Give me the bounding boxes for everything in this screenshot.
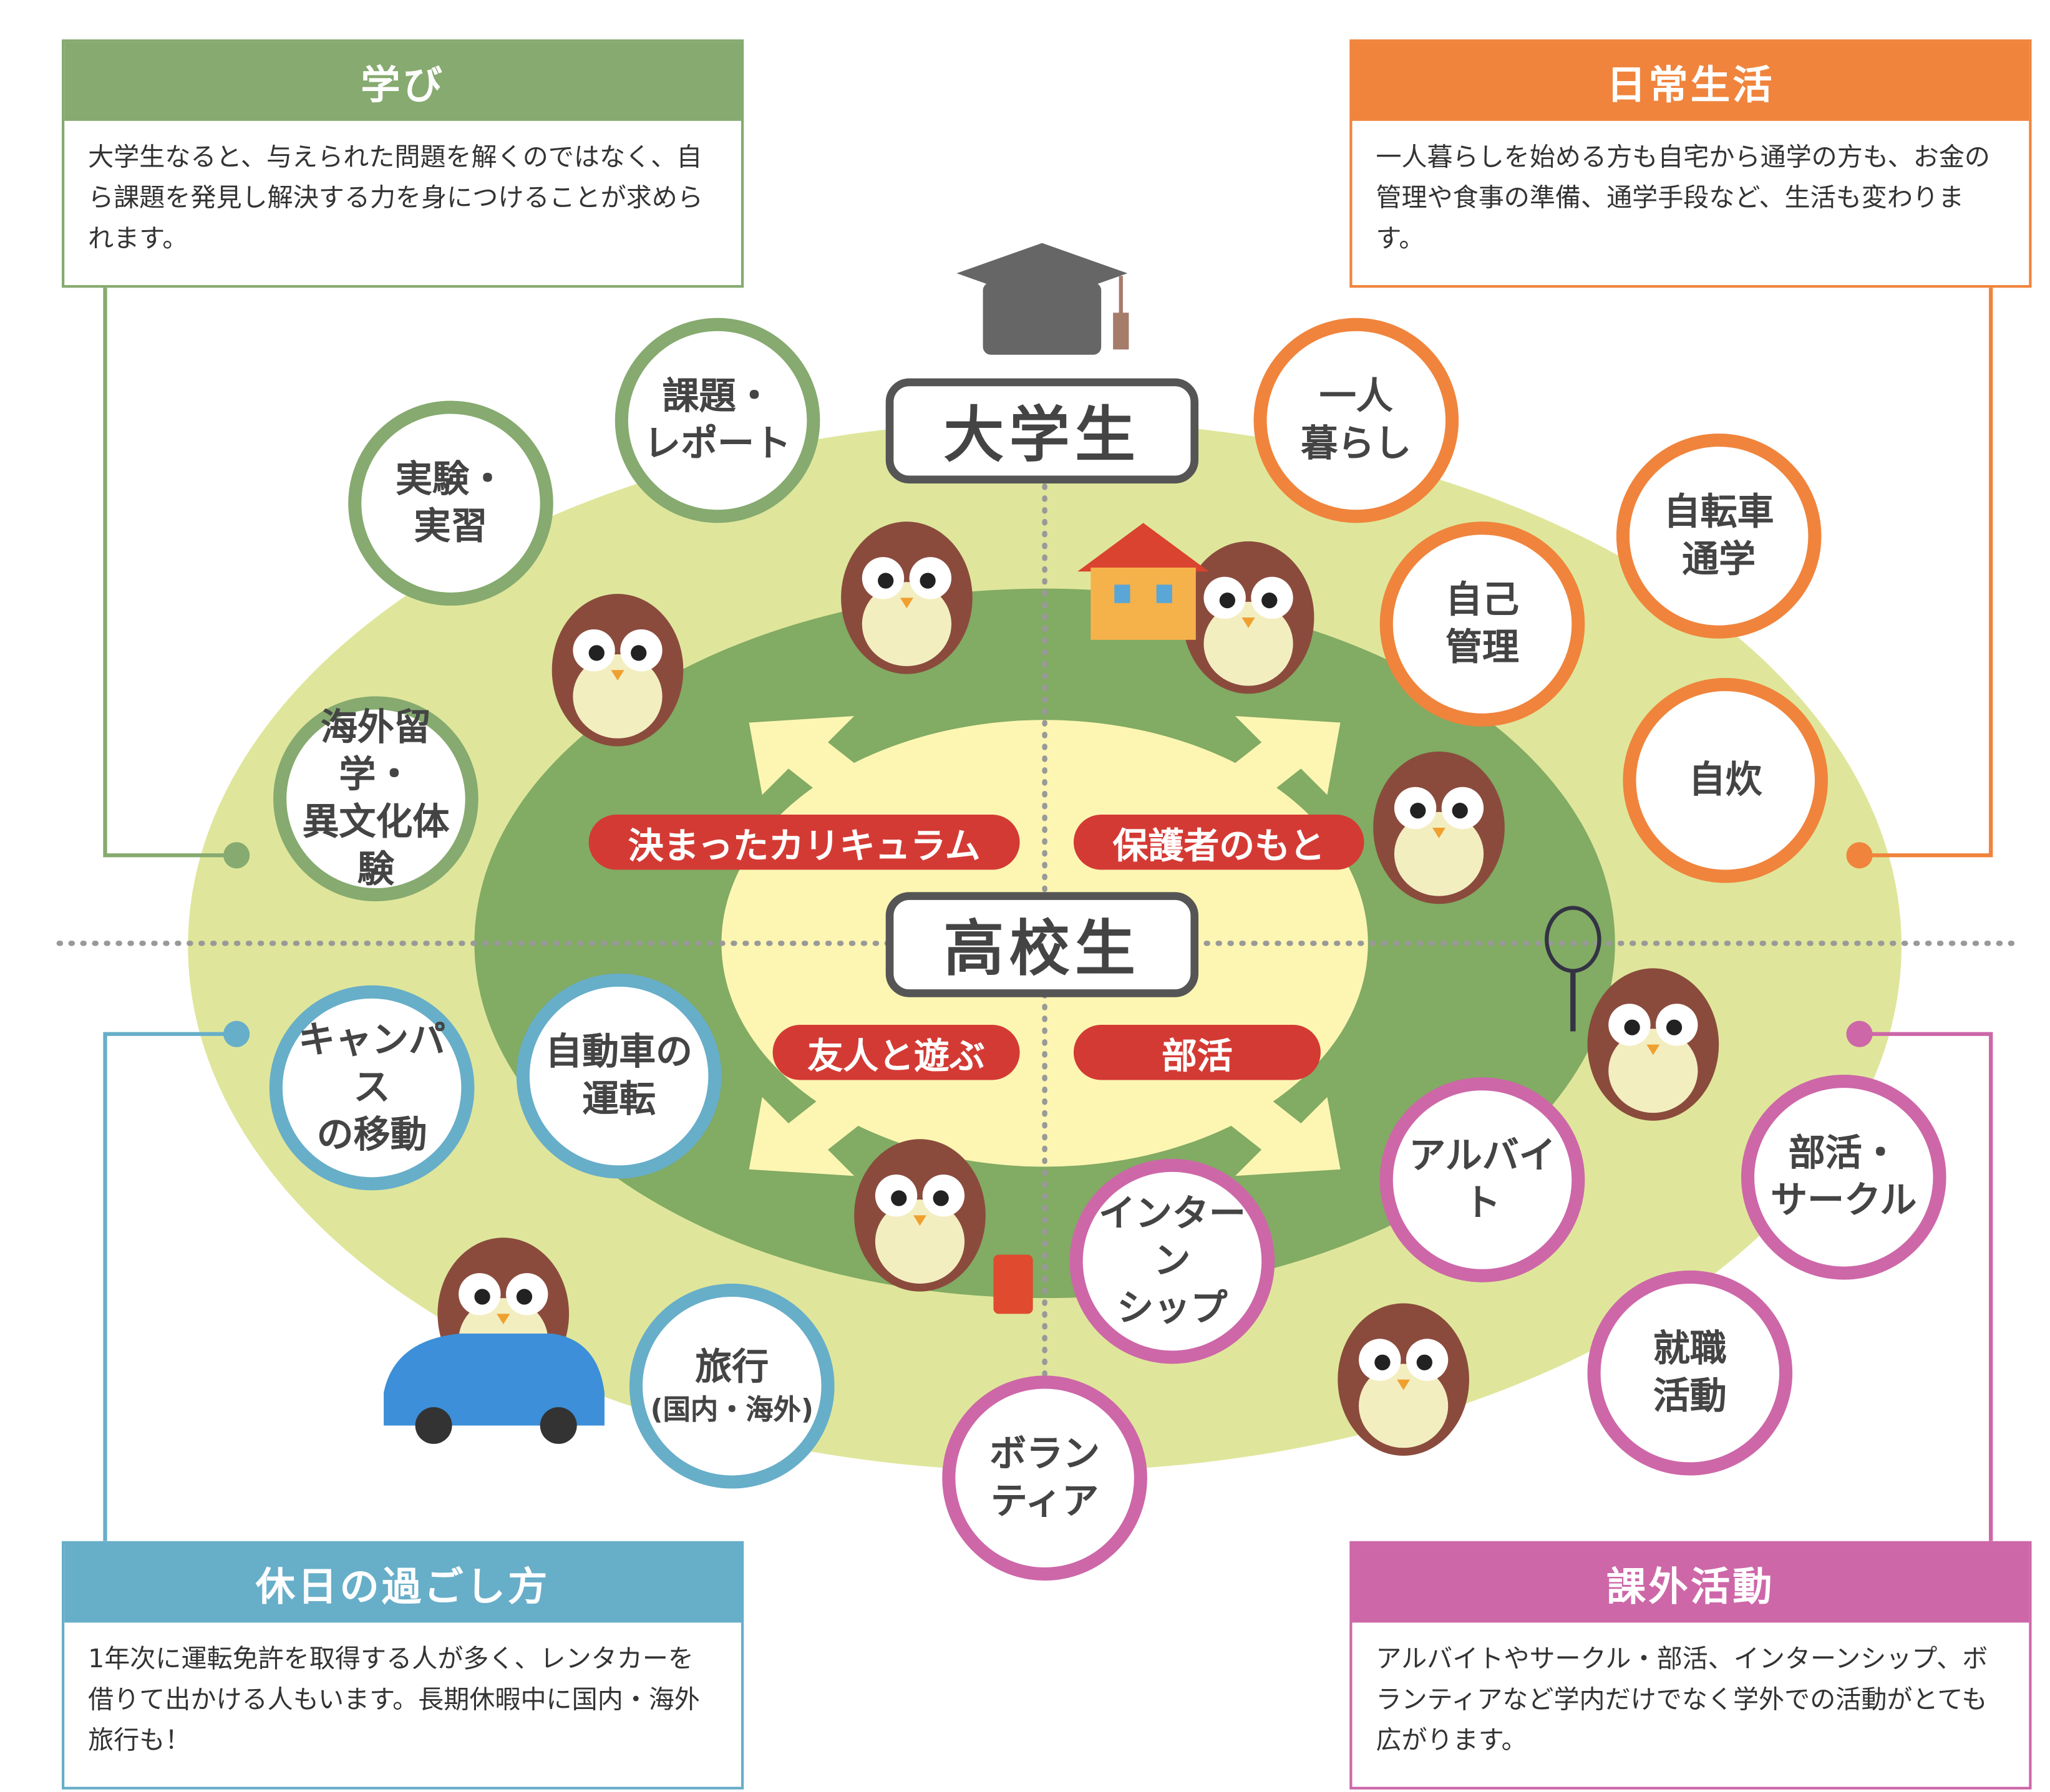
owl-icon	[1182, 541, 1314, 694]
bubble-label: の移動	[316, 1113, 427, 1156]
bubble-label: 自炊	[1688, 758, 1762, 802]
bubble-label: 自己	[1445, 578, 1519, 622]
connector-daily	[1859, 282, 1993, 858]
bubble-job-hunting: 就職活動	[1587, 1270, 1793, 1476]
bubble-label: 海外留学・	[320, 705, 431, 797]
owl-icon	[854, 1139, 986, 1292]
bubble-label: 部活・	[1788, 1131, 1899, 1175]
owl-icon	[1373, 751, 1505, 904]
owl-icon	[1338, 1303, 1469, 1456]
friends-pill: 友人と遊ぶ	[772, 1024, 1020, 1080]
extracurricular-text: アルバイトやサークル・部活、インターンシップ、ボランティアなど学内だけでなく学外…	[1376, 1644, 1988, 1756]
bubble-label: アルバイト	[1409, 1133, 1556, 1225]
daily-life-box: 日常生活 一人暮らしを始める方も自宅から通学の方も、お金の管理や食事の準備、通学…	[1349, 39, 2032, 288]
house-icon	[1077, 523, 1209, 640]
university-label: 大学生	[885, 378, 1199, 484]
holiday-box: 休日の過ごし方 1年次に運転免許を取得する人が多く、レンタカーを借りて出かける人…	[62, 1541, 744, 1790]
extracurricular-box: 課外活動 アルバイトやサークル・部活、インターンシップ、ボランティアなど学内だけ…	[1349, 1541, 2032, 1790]
bubble-label: 一人	[1319, 374, 1393, 418]
bubble-cooking: 自炊	[1623, 677, 1829, 883]
curriculum-pill: 決まったカリキュラム	[588, 814, 1020, 870]
holiday-text: 1年次に運転免許を取得する人が多く、レンタカーを借りて出かける人もいます。長期休…	[88, 1644, 701, 1756]
bubble-label: 旅行	[695, 1345, 769, 1389]
tennis-racket-icon	[1545, 906, 1601, 1032]
bubble-living-alone: 一人暮らし	[1253, 317, 1459, 523]
graduation-cap-icon	[956, 243, 1129, 355]
owl-characters	[437, 521, 1719, 1456]
owl-icon	[841, 521, 973, 674]
bubble-label: 就職	[1653, 1327, 1727, 1370]
bubble-experiment: 実験・実習	[348, 400, 553, 606]
bubble-label: 異文化体験	[302, 800, 450, 891]
arrow-up-right	[1169, 715, 1341, 841]
bubble-assignment: 課題・レポート	[615, 317, 820, 523]
bubble-label: 自転車	[1663, 490, 1774, 534]
arrow-up-left	[749, 715, 920, 841]
owl-icon	[551, 594, 684, 747]
learning-box: 学び 大学生なると、与えられた問題を解くのではなく、自ら課題を発見し解決する力を…	[62, 39, 744, 288]
bubble-label: 活動	[1653, 1374, 1727, 1418]
bubble-label: 実験・	[395, 457, 506, 501]
bubble-volunteer: ボランティア	[942, 1375, 1147, 1581]
bubble-label: 実習	[414, 504, 488, 548]
bubble-label: インターン	[1098, 1191, 1246, 1282]
daily-life-text: 一人暮らしを始める方も自宅から通学の方も、お金の管理や食事の準備、通学手段など、…	[1376, 142, 1990, 254]
bubble-study-abroad: 海外留学・異文化体験	[273, 696, 478, 901]
connector-learning	[103, 282, 237, 858]
extracurricular-title: 課外活動	[1352, 1544, 2029, 1623]
bubble-label: 暮らし	[1301, 422, 1412, 465]
club-pill: 部活	[1073, 1024, 1321, 1080]
bubble-label: 運転	[582, 1077, 656, 1121]
bubble-travel: 旅行 (国内・海外)	[629, 1283, 835, 1489]
holiday-title: 休日の過ごし方	[64, 1544, 742, 1623]
learning-text: 大学生なると、与えられた問題を解くのではなく、自ら課題を発見し解決する力を身につ…	[88, 142, 703, 254]
bubble-bicycle: 自転車通学	[1616, 433, 1822, 639]
highschool-label: 高校生	[885, 892, 1199, 997]
bubble-club-circle: 部活・サークル	[1741, 1075, 1946, 1280]
bubble-label: ティア	[990, 1479, 1099, 1523]
bubble-part-time: アルバイト	[1379, 1077, 1585, 1282]
learning-title: 学び	[64, 42, 742, 121]
connector-holiday	[103, 1032, 237, 1541]
bubble-label: 課題・	[662, 374, 773, 418]
owl-icon	[1587, 968, 1719, 1121]
bubble-label: 通学	[1682, 537, 1756, 581]
arrow-down-right	[1169, 1051, 1341, 1176]
bubble-label: シップ	[1117, 1286, 1228, 1330]
bubble-label: レポート	[644, 422, 792, 465]
bubble-label: キャンパス	[298, 1018, 446, 1109]
bubble-label: サークル	[1771, 1178, 1917, 1222]
bubble-internship: インターンシップ	[1069, 1158, 1275, 1364]
connector-extracurricular	[1859, 1032, 1993, 1541]
bubble-label: ボラン	[989, 1431, 1100, 1476]
bubble-driving: 自動車の運転	[516, 973, 722, 1179]
arrows	[749, 715, 1341, 1176]
daily-life-title: 日常生活	[1352, 42, 2029, 121]
arrow-down-left	[749, 1051, 920, 1176]
suitcase-icon	[993, 1254, 1033, 1314]
bubble-label: 管理	[1445, 625, 1519, 669]
bubble-self-management: 自己管理	[1379, 521, 1585, 727]
guardian-pill: 保護者のもと	[1073, 814, 1364, 870]
bubble-sublabel: (国内・海外)	[650, 1393, 814, 1426]
bubble-label: 自動車の	[545, 1030, 693, 1073]
bubble-campus-travel: キャンパスの移動	[269, 985, 475, 1191]
car-icon	[384, 1333, 605, 1444]
